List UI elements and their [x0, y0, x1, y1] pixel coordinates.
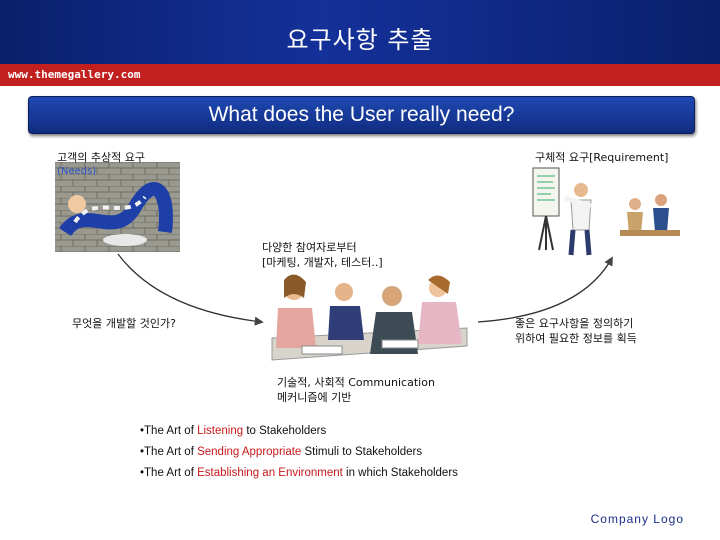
banner-text: What does the User really need?: [208, 103, 515, 126]
bullet-sending: •The Art of Sending Appropriate Stimuli …: [140, 446, 423, 458]
header-bar: [0, 0, 720, 64]
url-bar: [0, 64, 720, 86]
what-to-develop-label: 무엇을 개발할 것인가?: [72, 317, 176, 330]
communication-label: 기술적, 사회적 Communication 메커니즘에 기반: [277, 376, 435, 404]
good-requirements-label: 좋은 요구사항을 정의하기 위하여 필요한 정보를 획득: [515, 317, 637, 345]
bullet-listening: •The Art of Listening to Stakeholders: [140, 425, 327, 437]
needs-label: (Needs): [57, 166, 97, 177]
tangled-person-image: [55, 162, 180, 252]
page-title: 요구사항 추출: [286, 26, 434, 54]
presentation-image: [532, 167, 680, 256]
abstract-need-label: 고객의 추상적 요구: [57, 151, 145, 164]
company-logo: Company Logo: [590, 512, 684, 526]
question-banner: What does the User really need?: [28, 96, 695, 134]
bullet-environment: •The Art of Establishing an Environment …: [140, 467, 458, 479]
concrete-requirement-label: 구체적 요구[Requirement]: [535, 151, 669, 164]
participants-label: 다양한 참여자로부터 [마케팅, 개발자, 테스터..]: [262, 241, 383, 269]
meeting-image: [271, 274, 468, 361]
site-url: www.themegallery.com: [8, 68, 141, 81]
